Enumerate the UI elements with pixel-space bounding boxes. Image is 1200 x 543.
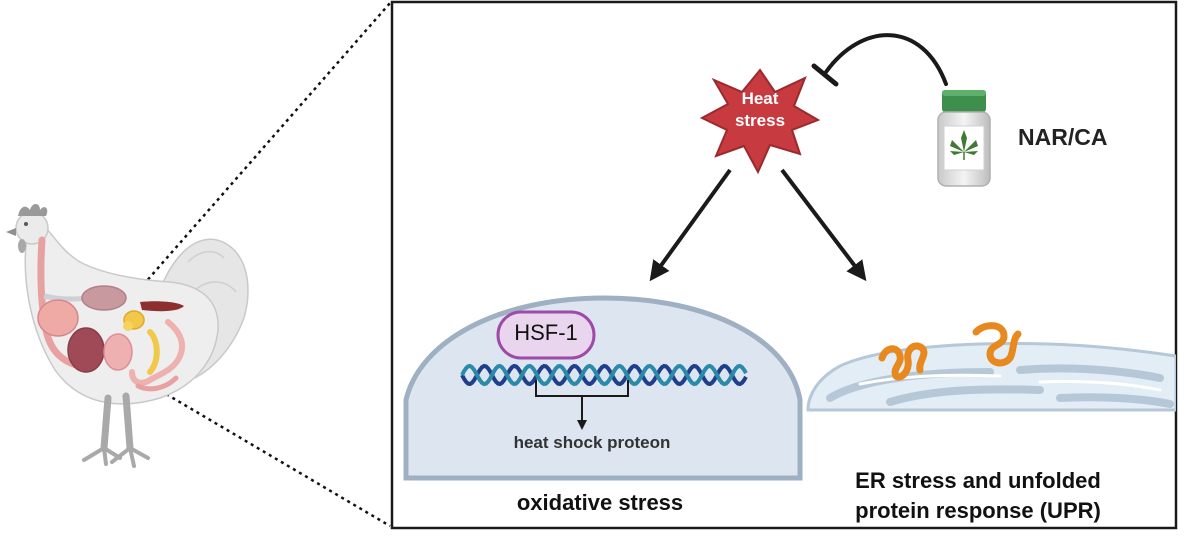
inhibition-bar bbox=[811, 63, 839, 87]
er-stress-line1: ER stress and unfolded bbox=[855, 468, 1101, 493]
er-stress-line2: protein response (UPR) bbox=[855, 498, 1101, 523]
dna-helix-icon bbox=[460, 363, 748, 387]
heat-stress-line2: stress bbox=[734, 111, 786, 130]
heat-stress-label: Heat stress bbox=[720, 88, 800, 132]
er-stress-label: ER stress and unfolded protein response … bbox=[855, 466, 1101, 526]
chicken-illustration bbox=[6, 204, 249, 468]
cannabis-leaf-icon bbox=[950, 130, 978, 160]
compound-label: NAR/CA bbox=[1018, 124, 1108, 150]
misfolded-protein-icon-2 bbox=[972, 322, 1022, 367]
arrow-to-oxidative bbox=[649, 168, 732, 282]
heat-star-icon bbox=[699, 68, 821, 175]
heat-shock-protein-label: heat shock proteon bbox=[513, 433, 671, 452]
oxidative-stress-label: oxidative stress bbox=[516, 490, 684, 515]
inhibition-curve bbox=[824, 33, 948, 86]
hsf1-box bbox=[496, 310, 596, 360]
heat-stress-line1: Heat bbox=[741, 89, 779, 108]
arrow-to-er bbox=[780, 168, 867, 282]
hsf1-label: HSF-1 bbox=[514, 320, 578, 345]
misfolded-protein-icon bbox=[878, 342, 928, 381]
